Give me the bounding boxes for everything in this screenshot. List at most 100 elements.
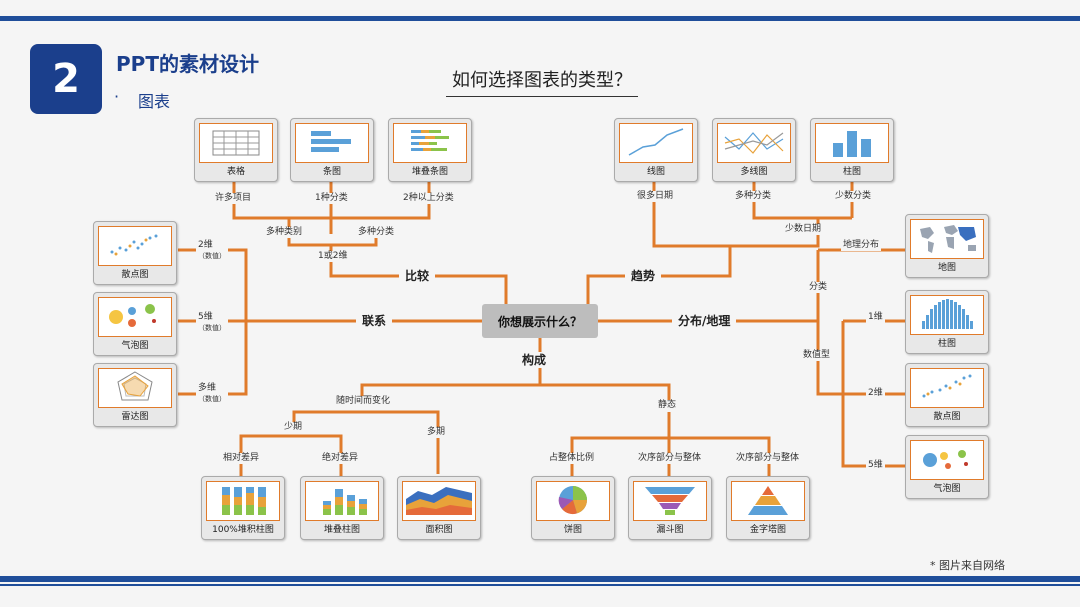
label-two-plus-categories: 2种以上分类: [401, 193, 456, 204]
card-caption: 散点图: [121, 270, 149, 280]
card-multi-line: 多线图: [712, 118, 796, 182]
label-dist-2d: 2维: [866, 388, 885, 399]
card-percent-stacked: 100%堆积柱图: [201, 476, 285, 540]
branch-trend: 趋势: [625, 268, 662, 284]
label-few-categories: 少数分类: [833, 191, 874, 202]
card-pie: 饼图: [531, 476, 615, 540]
card-caption: 雷达图: [121, 412, 149, 422]
label-part-to-whole-2: 次序部分与整体: [734, 453, 802, 464]
diagram-question: 如何选择图表的类型？: [446, 66, 638, 97]
center-question-node: 你想展示什么？: [482, 304, 598, 338]
branch-compare: 比较: [399, 268, 436, 284]
label-many-categories: 多种类别: [264, 227, 305, 238]
radar-chart-icon: [117, 371, 153, 401]
card-caption: 柱图: [842, 167, 861, 177]
pyramid-chart-icon: [748, 486, 788, 515]
histogram-icon: [922, 299, 973, 329]
card-caption: 地图: [937, 263, 956, 273]
bottom-rule-thin: [0, 584, 1080, 586]
label-classification: 分类: [807, 282, 830, 293]
card-caption: 堆叠柱图: [323, 525, 360, 535]
card-caption: 线图: [646, 167, 665, 177]
stacked-column-icon: [323, 489, 367, 515]
card-map: 地图: [905, 214, 989, 278]
card-bar: 条图: [290, 118, 374, 182]
card-caption: 金字塔图: [749, 525, 786, 535]
card-table: 表格: [194, 118, 278, 182]
card-scatter-2: 散点图: [905, 363, 989, 427]
image-source-note: * 图片来自网络: [930, 559, 1005, 572]
page-title: PPT的素材设计: [116, 52, 259, 76]
card-bubble-2: 气泡图: [905, 435, 989, 499]
label-dist-1d: 1维: [866, 312, 885, 323]
card-stacked-column: 堆叠柱图: [300, 476, 384, 540]
bar-chart-icon: [311, 131, 351, 152]
label-static: 静态: [656, 400, 679, 411]
top-rule: [0, 16, 1080, 21]
card-funnel: 漏斗图: [628, 476, 712, 540]
label-share-of-whole: 占整体比例: [547, 453, 597, 464]
bubble-chart-icon: [923, 450, 968, 469]
card-caption: 面积图: [425, 525, 453, 535]
multi-line-chart-icon: [724, 132, 784, 154]
bullet-dot: ·: [114, 87, 120, 106]
card-caption: 堆叠条图: [411, 167, 448, 177]
card-caption: 饼图: [563, 525, 582, 535]
funnel-chart-icon: [645, 487, 695, 515]
label-part-to-whole-1: 次序部分与整体: [636, 453, 704, 464]
card-bubble: 气泡图: [93, 292, 177, 356]
scatter-plot-icon: [110, 234, 158, 256]
card-pyramid: 金字塔图: [726, 476, 810, 540]
area-chart-icon: [406, 487, 472, 515]
label-relation-5d: 5维（数值）: [196, 312, 228, 334]
card-area: 面积图: [397, 476, 481, 540]
label-over-time: 随时间而变化: [334, 396, 393, 407]
label-trend-multi-categories: 多种分类: [733, 191, 774, 202]
card-caption: 散点图: [933, 412, 961, 422]
label-multi-categories: 多种分类: [356, 227, 397, 238]
card-stacked-bar: 堆叠条图: [388, 118, 472, 182]
branch-relation: 联系: [356, 313, 393, 329]
card-line: 线图: [614, 118, 698, 182]
label-many-dates: 很多日期: [635, 191, 676, 202]
label-relative-diff: 相对差异: [221, 453, 262, 464]
card-caption: 多线图: [740, 167, 768, 177]
card-caption: 漏斗图: [656, 525, 684, 535]
card-scatter: 散点图: [93, 221, 177, 285]
label-few-periods: 少期: [282, 422, 305, 433]
label-absolute-diff: 绝对差异: [320, 453, 361, 464]
branch-composition: 构成: [516, 352, 553, 368]
card-caption: 柱图: [937, 339, 956, 349]
label-relation-multi: 多维（数值）: [196, 383, 228, 405]
label-many-items: 许多项目: [213, 193, 254, 204]
label-one-category: 1种分类: [313, 193, 350, 204]
label-one-or-two-dim: 1或2维: [316, 251, 350, 262]
section-number: 2: [30, 44, 102, 114]
label-many-periods: 多期: [425, 427, 448, 438]
branch-distribution: 分布/地理: [672, 313, 737, 329]
page-subtitle: 图表: [138, 92, 171, 111]
bottom-rule: [0, 576, 1080, 582]
card-caption: 表格: [226, 167, 245, 177]
percent-stacked-column-icon: [222, 487, 266, 515]
label-few-dates: 少数日期: [783, 224, 824, 235]
label-dist-5d: 5维: [866, 460, 885, 471]
stacked-bar-icon: [411, 130, 449, 151]
card-radar: 雷达图: [93, 363, 177, 427]
label-geo-distribution: 地理分布: [841, 240, 882, 251]
card-caption: 气泡图: [933, 484, 961, 494]
world-map-icon: [920, 225, 976, 253]
line-chart-icon: [628, 128, 684, 156]
table-chart-icon: [212, 130, 260, 156]
label-numeric: 数值型: [801, 350, 833, 361]
label-relation-2d: 2维（数值）: [196, 240, 228, 262]
card-histogram: 柱图: [905, 290, 989, 354]
card-caption: 气泡图: [121, 341, 149, 351]
bubble-chart-icon: [109, 304, 156, 327]
column-chart-icon: [833, 131, 871, 157]
card-caption: 条图: [322, 167, 341, 177]
scatter-plot-icon: [922, 374, 972, 398]
pie-chart-icon: [558, 486, 587, 515]
card-caption: 100%堆积柱图: [212, 525, 274, 535]
card-column: 柱图: [810, 118, 894, 182]
